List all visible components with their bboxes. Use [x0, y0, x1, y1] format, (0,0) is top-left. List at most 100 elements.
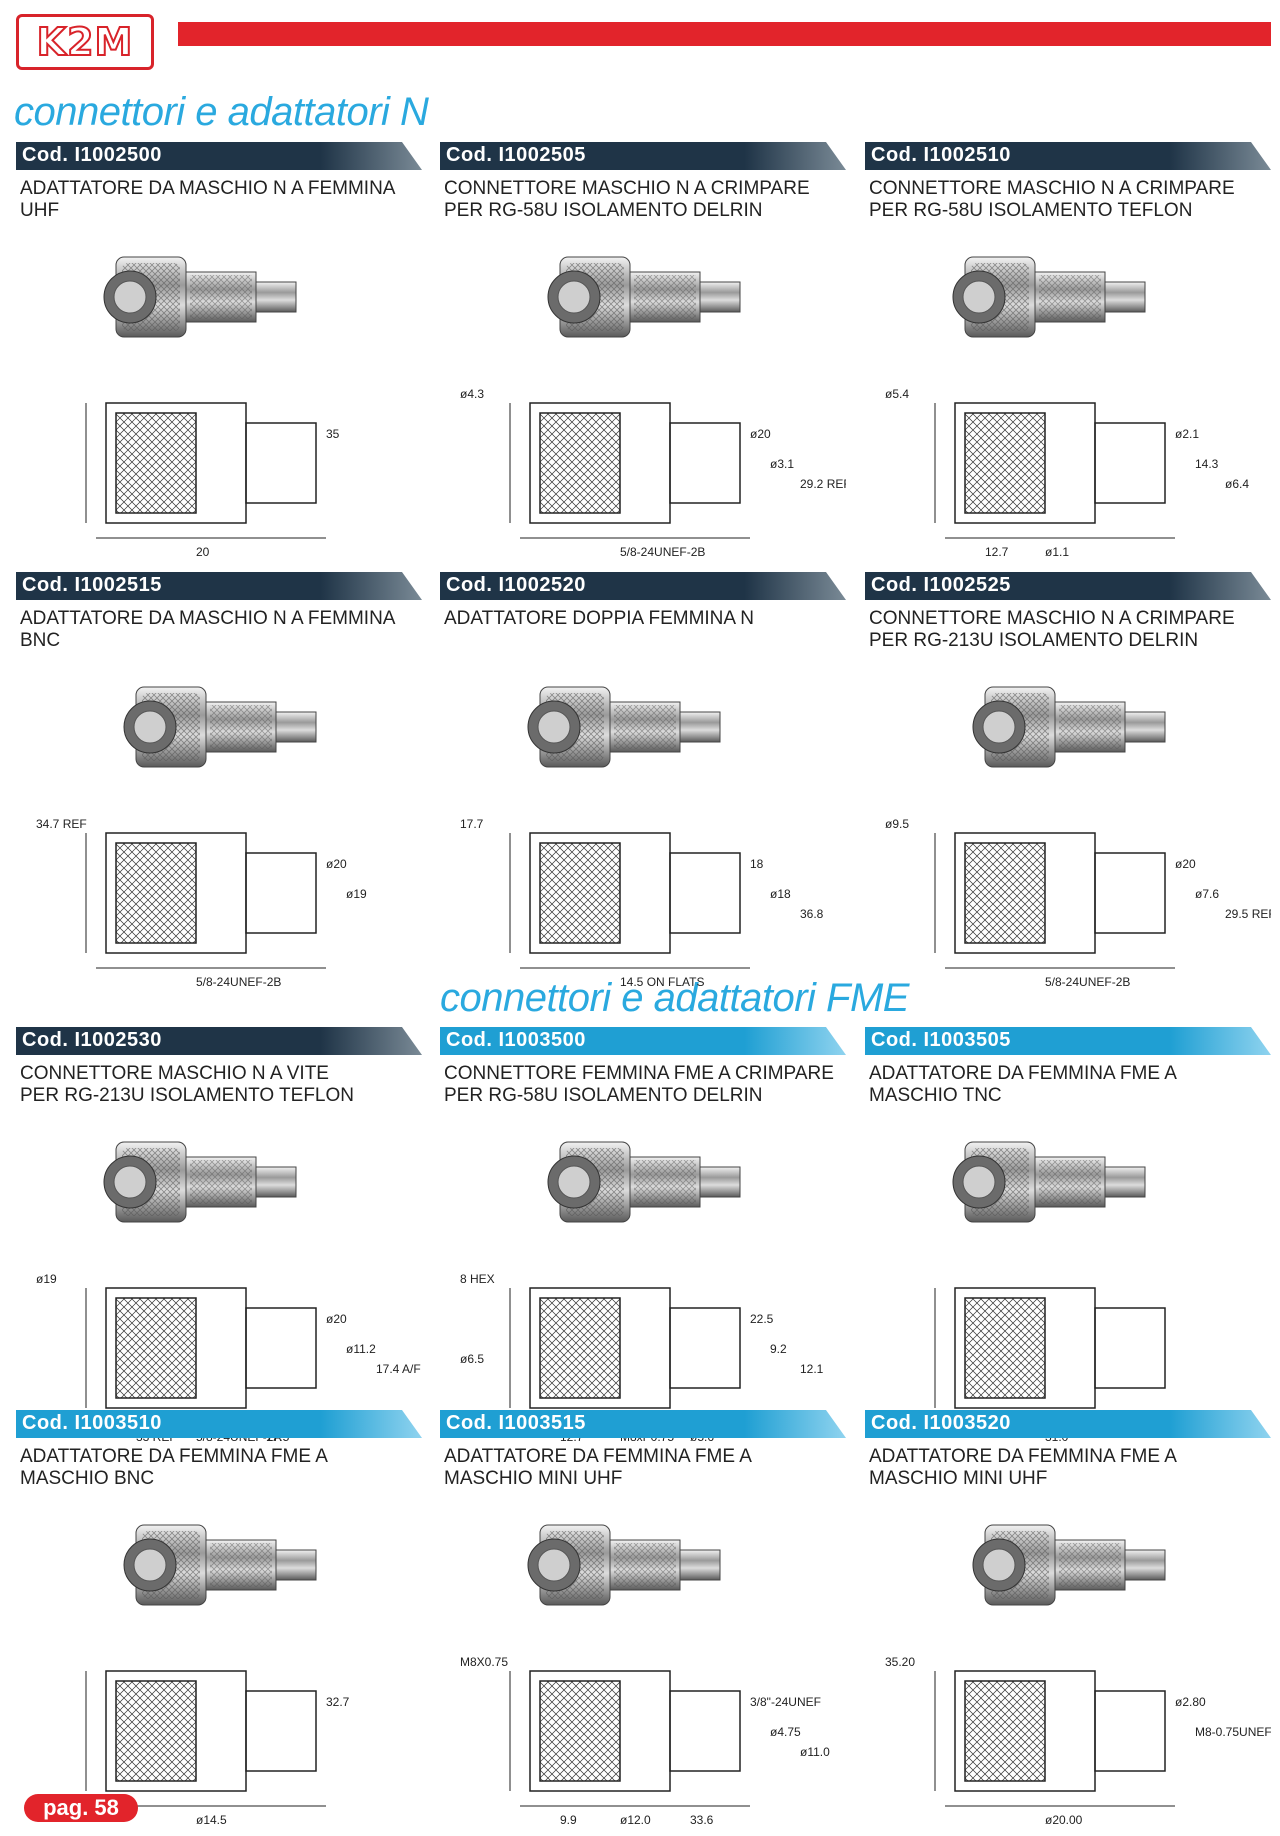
dimension-label: ø20	[1175, 857, 1196, 871]
product-description: CONNETTORE MASCHIO N A CRIMPARE PER RG-5…	[869, 178, 1235, 221]
dimension-label: 35.20	[885, 1655, 915, 1669]
dimension-label: 17.7	[460, 817, 484, 831]
dimension-label: ø19	[346, 887, 367, 901]
product-photo	[103, 256, 297, 338]
product-description: ADATTATORE DA FEMMINA FME A MASCHIO MINI…	[869, 1446, 1177, 1489]
dimension-label: 34.7 REF	[36, 817, 87, 831]
dimension-label: 32.7	[326, 1695, 350, 1709]
dimension-label: ø2.1	[1175, 427, 1199, 441]
product-photo	[547, 256, 741, 338]
code-bar: Cod. I1002525	[865, 572, 1271, 600]
dimension-label: 3/8"-24UNEF	[750, 1695, 821, 1709]
code-bar: Cod. I1002520	[440, 572, 846, 600]
dimension-label: 29.2 REF	[800, 477, 846, 491]
dimension-label: 8 HEX	[460, 1272, 495, 1286]
product-card: Cod. I1002505 CONNETTORE MASCHIO N A CRI…	[440, 142, 846, 562]
product-code: Cod. I1002510	[871, 144, 1011, 166]
dimension-label: ø9.5	[885, 817, 909, 831]
dimension-label: ø4.75	[770, 1725, 801, 1739]
product-code: Cod. I1003505	[871, 1029, 1011, 1051]
technical-drawing: 5/8-24UNEF-2B ø20 ø7.6 ø9.5 29.5 REF	[885, 817, 1271, 989]
dimension-label: 29.5 REF	[1225, 907, 1271, 921]
page-number: pag. 58	[24, 1794, 138, 1822]
product-card: Cod. I1003515 ADATTATORE DA FEMMINA FME …	[440, 1410, 846, 1830]
dimension-label: M8-0.75UNEF	[1195, 1725, 1271, 1739]
dimension-label: ø6.4	[1225, 477, 1249, 491]
product-photo	[972, 686, 1166, 768]
code-bar: Cod. I1002530	[16, 1027, 422, 1055]
code-bar: Cod. I1003520	[865, 1410, 1271, 1438]
dimension-label: 5/8-24UNEF-2B	[620, 545, 705, 559]
dimension-label: 35	[326, 427, 340, 441]
dimension-label: ø19	[36, 1272, 57, 1286]
dimension-label: 17.4 A/F	[376, 1362, 421, 1376]
product-card: Cod. I1002510 CONNETTORE MASCHIO N A CRI…	[865, 142, 1271, 562]
product-photo	[972, 1524, 1166, 1606]
technical-drawing: 31.0	[934, 1287, 1175, 1444]
section-title-fme: connettori e adattatori FME	[440, 976, 909, 1020]
dimension-label: ø11.0	[800, 1745, 830, 1759]
dimension-label: M8X0.75	[460, 1655, 508, 1669]
product-photo	[103, 1141, 297, 1223]
dimension-label: 22.5	[750, 1312, 774, 1326]
dimension-label: 36.8	[800, 907, 824, 921]
product-code: Cod. I1002500	[22, 144, 162, 166]
dimension-label: ø20	[326, 857, 347, 871]
code-bar: Cod. I1003515	[440, 1410, 846, 1438]
product-card: Cod. I1003505 ADATTATORE DA FEMMINA FME …	[865, 1027, 1271, 1447]
dimension-label: ø6.5	[460, 1352, 484, 1366]
dimension-label: 12.1	[800, 1362, 824, 1376]
code-bar: Cod. I1002505	[440, 142, 846, 170]
dimension-label: 5/8-24UNEF-2B	[196, 975, 281, 989]
dimension-label: ø14.5	[196, 1813, 227, 1827]
dimension-label: 20	[196, 545, 210, 559]
section-title-n: connettori e adattatori N	[14, 90, 429, 134]
product-card: Cod. I1003520 ADATTATORE DA FEMMINA FME …	[865, 1410, 1271, 1830]
product-photo	[123, 1524, 317, 1606]
product-code: Cod. I1003500	[446, 1029, 586, 1051]
product-card: Cod. I1003500 CONNETTORE FEMMINA FME A C…	[440, 1027, 846, 1447]
header-bar	[178, 22, 1271, 46]
dimension-label: ø1.1	[1045, 545, 1069, 559]
dimension-label: 9.9	[560, 1813, 577, 1827]
technical-drawing: ø1.1ø2.114.3ø5.4ø6.412.7	[885, 387, 1249, 559]
code-bar: Cod. I1002515	[16, 572, 422, 600]
code-bar: Cod. I1003510	[16, 1410, 422, 1438]
product-code: Cod. I1003520	[871, 1412, 1011, 1434]
dimension-label: 5/8-24UNEF-2B	[1045, 975, 1130, 989]
product-description: ADATTATORE DA MASCHIO N A FEMMINA BNC	[20, 608, 396, 651]
dimension-label: ø5.4	[885, 387, 909, 401]
product-description: CONNETTORE MASCHIO N A VITE PER RG-213U …	[20, 1063, 354, 1106]
product-description: ADATTATORE DA FEMMINA FME A MASCHIO TNC	[869, 1063, 1177, 1106]
product-description: ADATTATORE DOPPIA FEMMINA N	[444, 608, 755, 629]
dimension-label: ø7.6	[1195, 887, 1219, 901]
dimension-label: ø3.1	[770, 457, 794, 471]
product-description: CONNETTORE MASCHIO N A CRIMPARE PER RG-2…	[869, 608, 1235, 651]
product-card: Cod. I1002520 ADATTATORE DOPPIA FEMMINA …	[440, 572, 846, 992]
product-card: Cod. I1003510 ADATTATORE DA FEMMINA FME …	[16, 1410, 422, 1830]
product-code: Cod. I1002515	[22, 574, 162, 596]
code-bar: Cod. I1003500	[440, 1027, 846, 1055]
code-bar: Cod. I1003505	[865, 1027, 1271, 1055]
product-photo	[952, 256, 1146, 338]
dimension-label: ø20	[326, 1312, 347, 1326]
product-photo	[952, 1141, 1146, 1223]
dimension-label: ø20	[750, 427, 771, 441]
product-card: Cod. I1002530 CONNETTORE MASCHIO N A VIT…	[16, 1027, 422, 1447]
product-description: CONNETTORE FEMMINA FME A CRIMPARE PER RG…	[444, 1063, 834, 1106]
product-code: Cod. I1002520	[446, 574, 586, 596]
product-description: CONNETTORE MASCHIO N A CRIMPARE PER RG-5…	[444, 178, 810, 221]
code-bar: Cod. I1002500	[16, 142, 422, 170]
dimension-label: ø12.0	[620, 1813, 651, 1827]
product-code: Cod. I1002525	[871, 574, 1011, 596]
technical-drawing: 5/8-24UNEF-2B ø20 ø19 34.7 REF	[36, 817, 367, 989]
product-code: Cod. I1002530	[22, 1029, 162, 1051]
product-card: Cod. I1002525 CONNETTORE MASCHIO N A CRI…	[865, 572, 1271, 992]
product-photo	[527, 1524, 721, 1606]
code-bar: Cod. I1002510	[865, 142, 1271, 170]
product-photo	[123, 686, 317, 768]
